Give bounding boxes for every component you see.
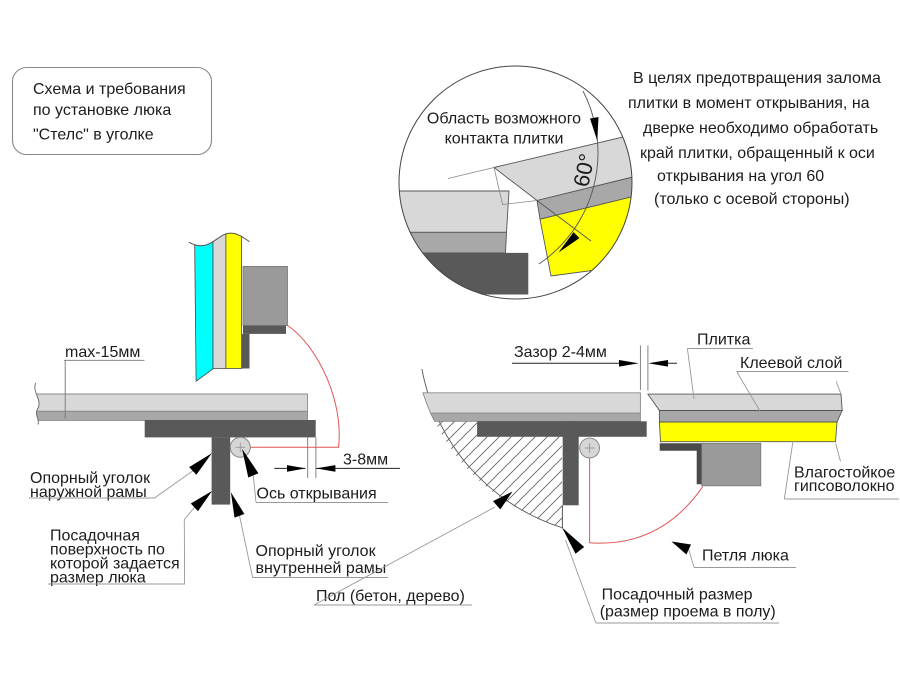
svg-text:поверхность по: поверхность по: [50, 541, 165, 558]
svg-text:контакта плитки: контакта плитки: [445, 131, 564, 148]
svg-text:размер люка: размер люка: [50, 569, 146, 586]
svg-text:гипсоволокно: гипсоволокно: [794, 478, 895, 495]
svg-text:дверке необходимо обработать: дверке необходимо обработать: [643, 120, 878, 137]
svg-text:max-15мм: max-15мм: [65, 344, 140, 361]
svg-text:Посадочный размер: Посадочный размер: [602, 586, 753, 603]
svg-text:(только с осевой стороны): (только с осевой стороны): [654, 191, 850, 208]
svg-text:Опорный уголок: Опорный уголок: [30, 470, 151, 487]
svg-text:Петля люка: Петля люка: [702, 548, 789, 565]
svg-text:Плитка: Плитка: [697, 332, 750, 349]
svg-text:Посадочная: Посадочная: [50, 528, 140, 545]
svg-text:В целях предотвращения залома: В целях предотвращения залома: [633, 70, 881, 87]
svg-text:по установке люка: по установке люка: [33, 102, 171, 119]
svg-text:плитки в момент открывания, на: плитки в момент открывания, на: [628, 95, 870, 112]
svg-text:Схема и требования: Схема и требования: [33, 81, 186, 98]
svg-text:внутренней рамы: внутренней рамы: [256, 560, 387, 577]
svg-text:(размер проема в полу): (размер проема в полу): [600, 603, 776, 620]
svg-text:Влагостойкое: Влагостойкое: [794, 465, 895, 482]
svg-text:Ось открывания: Ось открывания: [257, 486, 377, 503]
svg-text:Область возможного: Область возможного: [427, 111, 581, 128]
svg-text:край плитки, обращенный к оси: край плитки, обращенный к оси: [640, 145, 875, 162]
svg-text:которой задается: которой задается: [50, 556, 180, 573]
svg-text:3-8мм: 3-8мм: [343, 452, 388, 469]
svg-text:Зазор 2-4мм: Зазор 2-4мм: [514, 344, 607, 361]
svg-text:Опорный уголок: Опорный уголок: [256, 543, 377, 560]
svg-text:наружной рамы: наружной рамы: [30, 484, 147, 501]
svg-text:Клеевой слой: Клеевой слой: [740, 355, 842, 372]
svg-text:"Стелс" в уголке: "Стелс" в уголке: [33, 127, 154, 144]
svg-text:открывания на угол 60: открывания на угол 60: [657, 168, 824, 185]
svg-text:Пол (бетон, дерево): Пол (бетон, дерево): [316, 588, 465, 605]
